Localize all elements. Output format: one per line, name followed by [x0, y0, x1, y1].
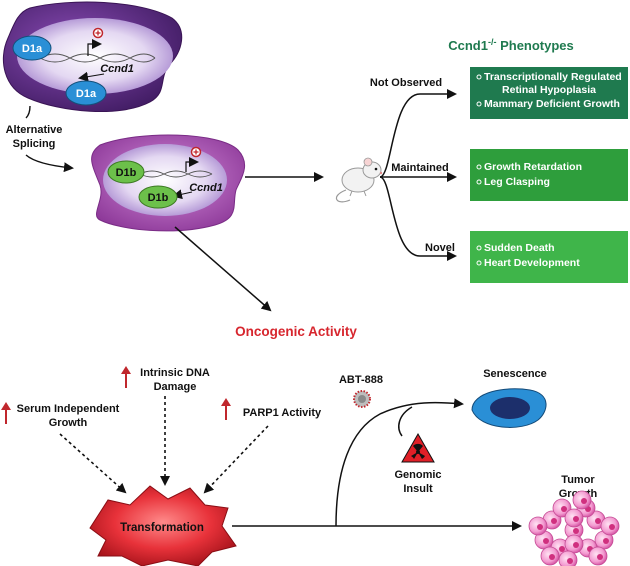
tumor-cell-nucleus: [537, 524, 543, 530]
tumor-cell-nucleus: [561, 506, 567, 512]
genomic-label-2: Insult: [403, 483, 433, 495]
bottom-promoter-arrow: [185, 146, 202, 172]
serum-label-2: Growth: [49, 417, 88, 429]
phenotype-box-maintained: Growth Retardation Leg Clasping: [470, 149, 628, 201]
tumor-cell-nucleus: [567, 558, 573, 564]
phenotype-item: Heart Development: [484, 257, 580, 269]
bottom-cell: D1b Ccnd1 D1b: [91, 134, 246, 232]
splicing-connector: [25, 105, 31, 119]
splicing-arrow: [25, 154, 74, 173]
top-promoter-arrow: [87, 27, 104, 56]
tumor-cell-nucleus: [549, 554, 555, 560]
tumor-cell-nucleus: [595, 518, 601, 524]
phenotypes-title: Ccnd1-/- Phenotypes: [448, 37, 574, 53]
phenotype-item: Sudden Death: [484, 242, 555, 254]
tumor-cell-nucleus: [581, 498, 587, 504]
up-arrow-icon: [1, 402, 11, 424]
top-protein-label: D1a: [22, 43, 43, 55]
mouse-icon: [335, 157, 383, 203]
branch-not-observed: [379, 89, 457, 178]
genomic-connector: [398, 406, 413, 437]
tumor-label-1: Tumor: [561, 474, 595, 486]
tumor-cell-nucleus: [603, 538, 609, 544]
tumor-cell-nucleus: [573, 528, 579, 534]
dna-damage-label-1: Intrinsic DNA: [140, 367, 210, 379]
tumor-cell-nucleus: [543, 538, 549, 544]
phenotype-box-novel: Sudden Death Heart Development: [470, 231, 628, 283]
tumor-cell-nucleus: [573, 542, 579, 548]
senescence-label: Senescence: [483, 368, 547, 380]
abt-label: ABT-888: [339, 374, 383, 386]
branch-label-not-observed: Not Observed: [370, 77, 442, 89]
phenotype-box-not-observed: Transcriptionally Regulated Retinal Hypo…: [470, 67, 628, 119]
phenotype-item: Retinal Hypoplasia: [502, 84, 596, 96]
parp-label: PARP1 Activity: [243, 407, 322, 419]
tumor-cell-nucleus: [597, 554, 603, 560]
top-cell: D1a Ccnd1 D1a: [2, 1, 183, 113]
splicing-label-2: Splicing: [13, 138, 56, 150]
to-oncogenic-arrow: [174, 226, 272, 312]
top-gene-arrow: [78, 71, 105, 82]
bottom-protein-nuclear-label: D1b: [148, 192, 169, 204]
parp-dotted-arrow: [203, 425, 269, 494]
transformation-burst: [89, 485, 237, 566]
tumor-cluster-icon: [528, 490, 620, 566]
tumor-cell-nucleus: [609, 524, 615, 530]
branch-novel: [379, 176, 457, 261]
top-gene-label: Ccnd1: [100, 63, 134, 75]
bottom-gene-label: Ccnd1: [189, 182, 223, 194]
dna-damage-label-2: Damage: [154, 381, 197, 393]
top-dna-icon: [39, 53, 156, 63]
splicing-label-1: Alternative: [6, 124, 63, 136]
senescent-cell-icon: [471, 388, 547, 428]
phenotype-item: Transcriptionally Regulated: [484, 71, 622, 83]
up-arrow-icon: [121, 366, 131, 388]
top-protein-d1a: [12, 35, 52, 61]
tumor-cell-nucleus: [551, 518, 557, 524]
bottom-dna-icon: [139, 170, 213, 178]
to-senescence-arrow: [335, 398, 464, 527]
drug-sphere-icon: [353, 390, 371, 408]
bottom-protein-d1b: [107, 160, 145, 184]
up-arrow-icon: [221, 398, 231, 420]
phenotype-item: Leg Clasping: [484, 176, 550, 188]
phenotype-item: Growth Retardation: [484, 161, 582, 173]
top-protein-d1a-nuclear: [65, 80, 107, 106]
genomic-label-1: Genomic: [394, 469, 441, 481]
top-protein-nuclear-label: D1a: [76, 88, 97, 100]
radiation-hazard-icon: [401, 432, 435, 463]
branch-label-maintained: Maintained: [391, 162, 448, 174]
serum-label-1: Serum Independent: [17, 403, 120, 415]
branch-label-novel: Novel: [425, 242, 455, 254]
oncogenic-activity-label: Oncogenic Activity: [235, 324, 357, 339]
bottom-protein-d1b-nuclear: [138, 185, 178, 209]
tumor-cell-nucleus: [559, 546, 565, 552]
bottom-protein-label: D1b: [116, 167, 137, 179]
transformation-label: Transformation: [120, 522, 204, 534]
phenotype-item: Mammary Deficient Growth: [484, 98, 620, 110]
tumor-cell: [558, 550, 578, 566]
tumor-cell-nucleus: [573, 516, 579, 522]
serum-dotted-arrow: [59, 433, 127, 494]
